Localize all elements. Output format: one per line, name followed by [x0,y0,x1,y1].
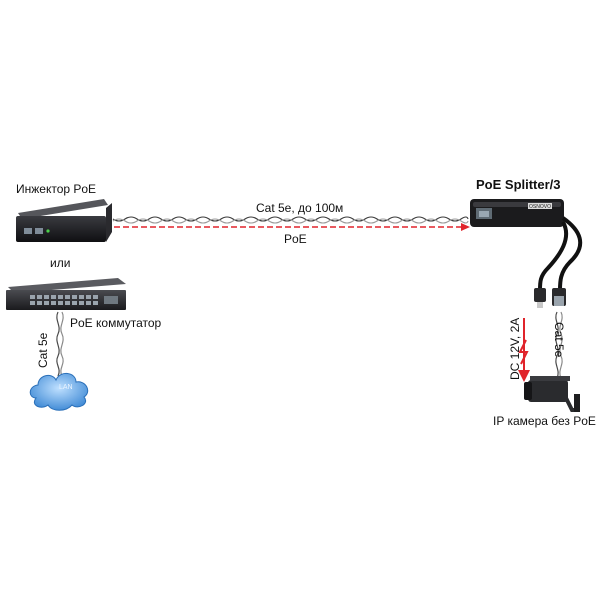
poe-power-label: PoE [284,232,307,246]
switch-label: PoE коммутатор [70,316,162,330]
poe-power-arrow [114,223,470,231]
dc-power-line [518,318,530,382]
lan-label: LAN [59,384,73,391]
data-cable [555,311,563,379]
dc-output-label: DC 12V, 2A [508,317,522,380]
or-label: или [50,256,71,270]
uplink-cable [56,311,64,377]
data-cable-label: Cat 5e [552,322,566,358]
poe-injector-device [16,199,112,242]
poe-switch-device [6,278,126,310]
ip-camera-device [524,376,580,412]
poe-splitter-device: OSNOVO [470,199,583,308]
injector-label: Инжектор PoE [16,182,97,196]
trunk-cable [112,216,469,224]
splitter-brand-label: OSNOVO [529,204,551,210]
uplink-cable-label: Cat 5e [36,332,50,368]
splitter-label: PoE Splitter/3 [476,177,561,192]
camera-label: IP камера без PoE [493,414,596,428]
trunk-cable-label: Cat 5e, до 100м [256,201,344,215]
lan-cloud [29,373,89,411]
